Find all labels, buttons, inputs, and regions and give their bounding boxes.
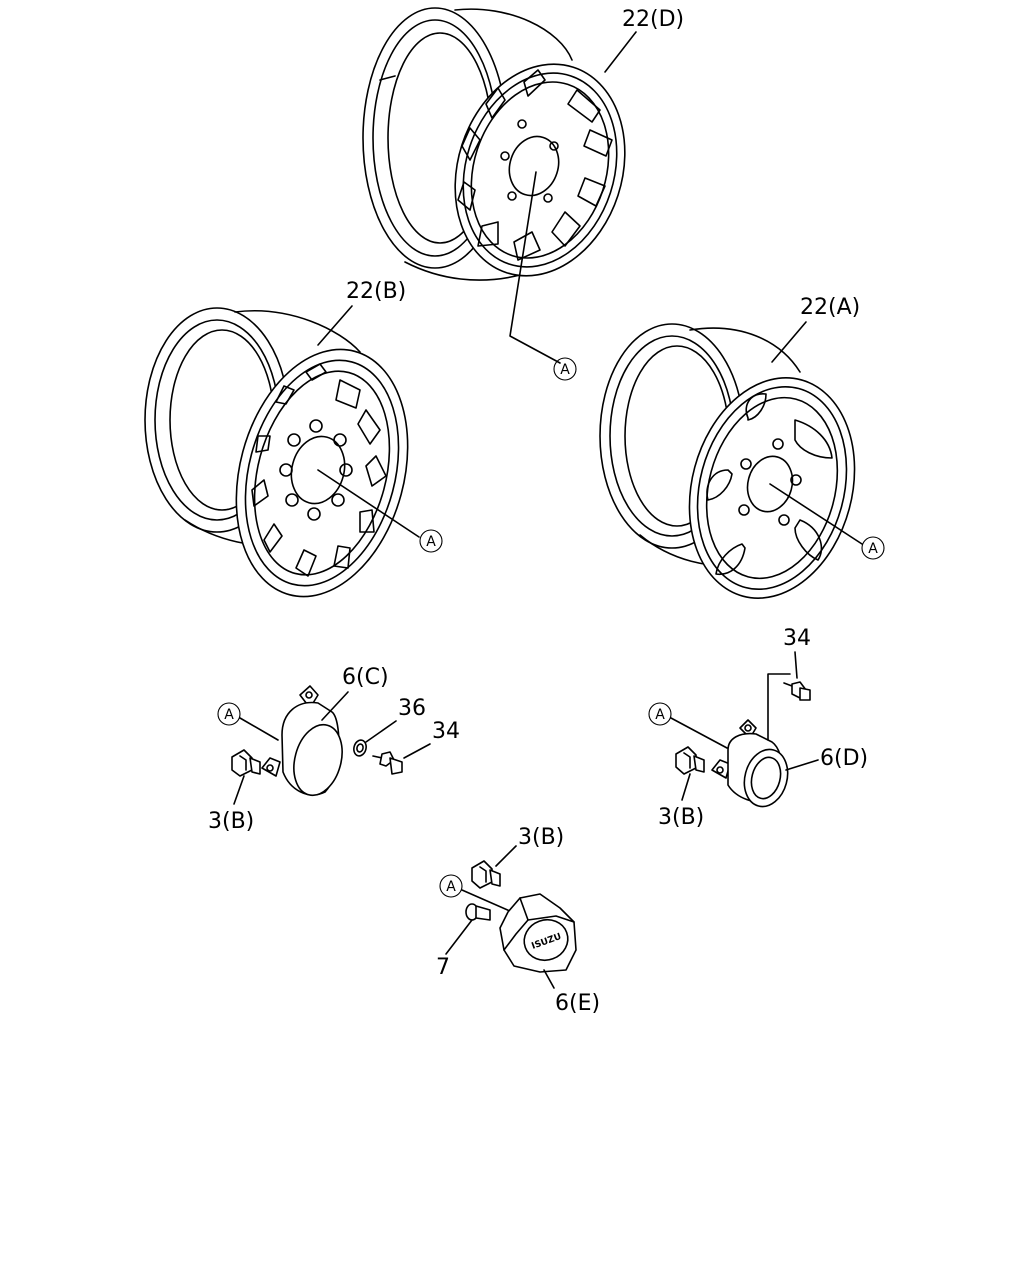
wheel-22b: 22(B) A xyxy=(144,279,443,598)
wheel-22d: 22(D) A xyxy=(362,7,684,381)
nut-3b-d-callout: 3(B) xyxy=(658,805,704,830)
screw-34-c-callout: 34 xyxy=(432,719,460,744)
wheel-22a-callout: 22(A) xyxy=(800,295,860,320)
cap-6c-assembly: A 6(C) 36 34 3(B) xyxy=(208,665,460,834)
reference-marker-a-6: A xyxy=(439,874,463,898)
washer-36-callout: 36 xyxy=(398,696,426,721)
wheel-22b-callout: 22(B) xyxy=(346,279,406,304)
reference-marker-a-1: A xyxy=(553,357,577,381)
wheel-22a: 22(A) A xyxy=(599,295,885,599)
screw-34-c xyxy=(372,751,403,775)
cap-6c-callout: 6(C) xyxy=(342,665,389,690)
svg-text:A: A xyxy=(224,707,234,723)
reference-marker-a-3: A xyxy=(861,536,885,560)
svg-text:A: A xyxy=(560,362,570,378)
bolt-7 xyxy=(465,903,491,921)
svg-text:A: A xyxy=(446,879,456,895)
screw-34-d xyxy=(783,681,811,701)
cap-6e-callout: 6(E) xyxy=(555,991,600,1016)
reference-marker-a-5: A xyxy=(648,702,672,726)
nut-3b-d xyxy=(675,746,705,775)
nut-3b-e xyxy=(471,860,501,889)
cap-6e-assembly: 3(B) A 7 ISUZU 6(E) xyxy=(436,825,600,1016)
cap-6d-assembly: A 34 6(D) 3(B) xyxy=(648,626,868,830)
reference-marker-a-2: A xyxy=(419,529,443,553)
nut-3b-e-callout: 3(B) xyxy=(518,825,564,850)
nut-3b-c-callout: 3(B) xyxy=(208,809,254,834)
bolt-7-callout: 7 xyxy=(436,955,450,980)
svg-text:A: A xyxy=(868,541,878,557)
cap-6d-callout: 6(D) xyxy=(820,746,868,771)
svg-text:A: A xyxy=(655,707,665,723)
nut-3b-c xyxy=(231,749,261,777)
wheel-22d-callout: 22(D) xyxy=(622,7,684,32)
svg-text:A: A xyxy=(426,534,436,550)
reference-marker-a-4: A xyxy=(217,702,241,726)
screw-34-d-callout: 34 xyxy=(783,626,811,651)
